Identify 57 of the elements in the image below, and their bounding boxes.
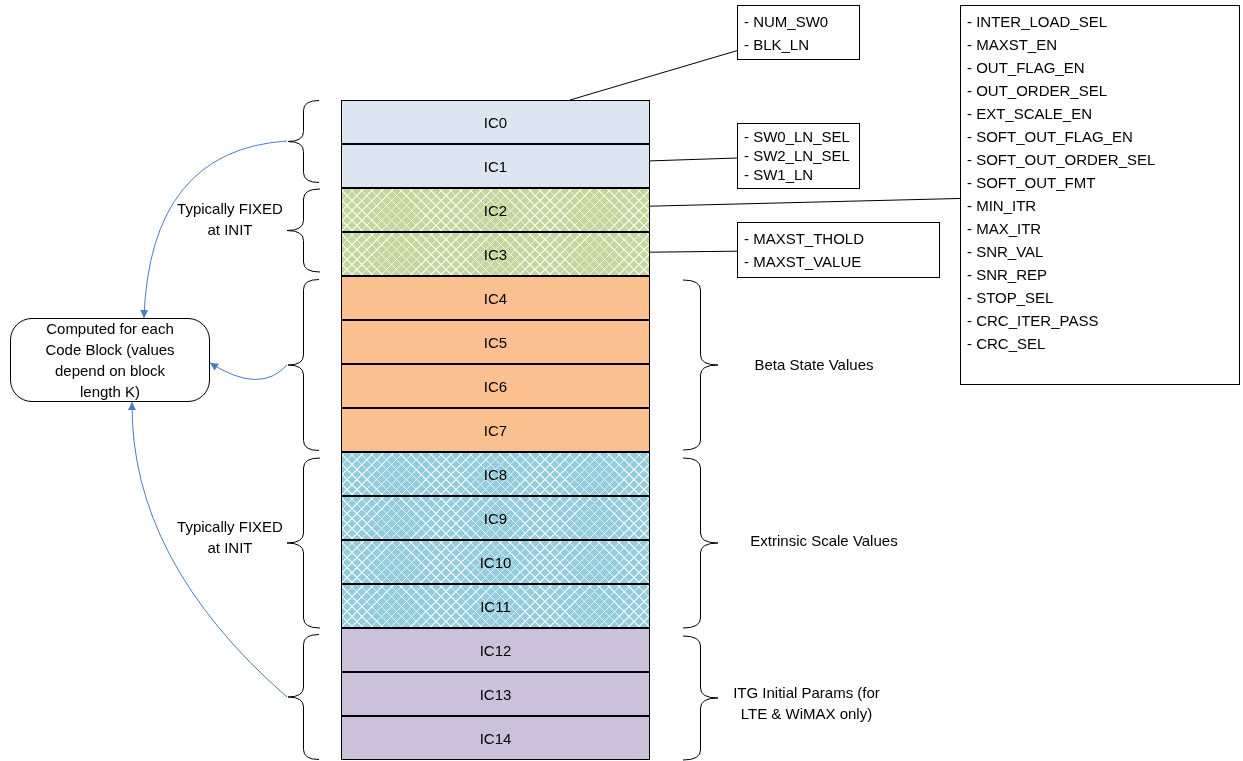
curly-brace: [287, 279, 320, 451]
register-row: IC8: [341, 452, 650, 496]
annotation-text: ITG Initial Params (for LTE & WiMAX only): [732, 683, 881, 724]
annotation-text: Beta State Values: [753, 355, 875, 375]
parameter-list-box: [737, 123, 860, 189]
register-row: IC14: [341, 716, 650, 760]
list-item: - MIN_ITR: [967, 196, 1038, 216]
list-item: - SNR_REP: [967, 265, 1049, 285]
list-item: - SNR_VAL: [967, 242, 1045, 262]
annotation-text: Extrinsic Scale Values: [749, 531, 899, 551]
register-row: IC13: [341, 672, 650, 716]
list-item: - NUM_SW0: [744, 12, 830, 32]
register-row: IC4: [341, 276, 650, 320]
list-item: - OUT_ORDER_SEL: [967, 81, 1109, 101]
list-item: - SW2_LN_SEL: [744, 146, 851, 165]
list-item: - CRC_SEL: [967, 334, 1047, 354]
list-item: - SOFT_OUT_FMT: [967, 173, 1097, 193]
list-item: - MAXST_THOLD: [744, 229, 865, 249]
register-row: IC3: [341, 232, 650, 276]
parameter-list-box: [737, 5, 860, 60]
list-item: - OUT_FLAG_EN: [967, 58, 1086, 78]
register-row: IC9: [341, 496, 650, 540]
leader-line: [649, 157, 738, 162]
annotation-text: Typically FIXED at INIT: [176, 199, 284, 240]
list-item: - CRC_ITER_PASS: [967, 311, 1100, 331]
arrow: [140, 140, 288, 319]
list-item: - SW1_LN: [744, 165, 815, 184]
leader-line: [569, 50, 738, 101]
list-item: - MAXST_EN: [967, 35, 1058, 55]
register-row: IC5: [341, 320, 650, 364]
list-item: - BLK_LN: [744, 35, 811, 55]
list-item: - MAXST_VALUE: [744, 252, 863, 272]
list-item: - SOFT_OUT_FLAG_EN: [967, 127, 1134, 147]
leader-line: [649, 197, 961, 207]
list-item: - INTER_LOAD_SEL: [967, 12, 1109, 32]
register-row: IC2: [341, 188, 650, 232]
list-item: - STOP_SEL: [967, 288, 1055, 308]
parameter-list-box: [737, 222, 940, 278]
register-row: IC1: [341, 144, 650, 188]
register-row: IC0: [341, 100, 650, 144]
leader-line: [649, 250, 738, 253]
register-row: IC12: [341, 628, 650, 672]
list-item: - SW0_LN_SEL: [744, 127, 851, 146]
register-row: IC10: [341, 540, 650, 584]
arrow: [128, 401, 288, 698]
arrow: [209, 362, 288, 380]
rounded-box: Computed for each Code Block (values depend on block length K): [10, 318, 210, 402]
annotation-text: Typically FIXED at INIT: [176, 517, 284, 558]
curly-brace: [287, 100, 320, 183]
register-row: IC7: [341, 408, 650, 452]
register-row: IC11: [341, 584, 650, 628]
list-item: - MAX_ITR: [967, 219, 1043, 239]
parameter-list-box: [960, 5, 1240, 385]
list-item: - EXT_SCALE_EN: [967, 104, 1094, 124]
register-row: IC6: [341, 364, 650, 408]
curly-brace: [287, 634, 320, 760]
list-item: - SOFT_OUT_ORDER_SEL: [967, 150, 1157, 170]
